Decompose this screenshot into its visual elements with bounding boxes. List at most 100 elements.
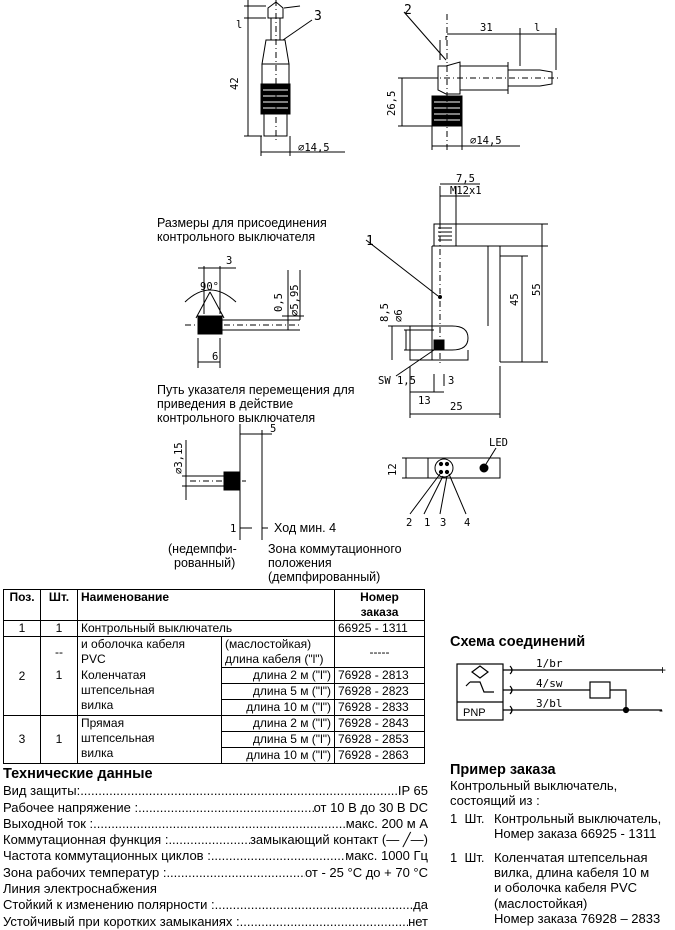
- cell-name-line: штепсельная: [81, 682, 155, 697]
- table-row: 1 Коленчатая штепсельная вилка длина 2 м…: [4, 667, 425, 716]
- dim-8-5: 8,5: [379, 303, 391, 322]
- header-num-line: заказа: [360, 605, 399, 619]
- table-header-row: Поз. Шт. Наименование Номер заказа: [3, 589, 425, 621]
- spec-leader: [211, 848, 345, 864]
- spec-value: макс. 1000 Гц: [345, 848, 428, 864]
- zone-line: (демпфированный): [268, 570, 381, 584]
- dim-12: 12: [387, 463, 399, 476]
- cell-name: Коленчатая штепсельная вилка: [77, 667, 222, 716]
- spec-leader: [80, 783, 398, 799]
- dim-55: 55: [531, 283, 543, 296]
- pin-1: 1: [424, 517, 430, 529]
- order-title: Пример заказа: [450, 762, 556, 778]
- technical-data: Технические данные Вид защиты: IP 65 Раб…: [3, 766, 428, 930]
- pnp-label: PNP: [463, 707, 486, 719]
- spec-value: макс. 200 м А: [345, 815, 428, 831]
- order-line: вилка, длина кабеля 10 м: [494, 865, 650, 881]
- cell-qty: 1: [40, 715, 78, 764]
- order-item: 1 Шт. Контрольный выключатель, Номер зак…: [450, 811, 672, 841]
- order-line: Номер заказа 66925 - 1311: [494, 825, 657, 841]
- cell-num: 76928 - 2823: [334, 683, 425, 700]
- spec-leader: [168, 832, 250, 848]
- technical-title: Технические данные: [3, 766, 153, 782]
- dim-31: 31: [480, 22, 493, 34]
- cell-cable-line: длина кабеля ("l"): [225, 652, 324, 666]
- cell-length: длина 2 м ("l"): [221, 667, 335, 684]
- dim-42: 42: [229, 77, 241, 90]
- undamped-line: рованный): [174, 556, 236, 570]
- table-row: 1 1 Контрольный выключатель 66925 - 1311: [3, 620, 425, 637]
- header-name: Наименование: [77, 589, 335, 621]
- travel-title: Путь указателя перемещения для приведени…: [157, 383, 355, 425]
- spec-value: от 10 В до 30 В DC: [313, 799, 428, 815]
- load-icon: [589, 681, 611, 699]
- cell-num: 76928 - 2813: [334, 667, 425, 684]
- cell-name-line: Прямая: [81, 716, 125, 730]
- callout-3: 3: [314, 9, 322, 24]
- angled-plug-drawing: [398, 11, 560, 150]
- spec-row: Коммутационная функция : замыкающий конт…: [3, 832, 428, 848]
- spec-key: Рабочее напряжение :: [3, 799, 139, 815]
- wiring-diagram: 1/br 4/sw 3/bl + - PNP: [456, 657, 666, 721]
- dim-45: 45: [509, 293, 521, 306]
- cell-num: 76928 - 2853: [334, 731, 425, 748]
- dim-3-15: ⌀3,15: [173, 442, 185, 474]
- cell-cable-line: (маслостойкая): [225, 637, 312, 651]
- cell-name-line: Коленчатая: [81, 667, 146, 682]
- dim-sw: SW 1,5: [378, 375, 416, 387]
- order-line: и оболочка кабеля PVC: [494, 880, 638, 896]
- cell-qty: 1: [40, 667, 78, 716]
- dim-0-5: 0,5: [273, 293, 285, 312]
- undamped-note: (недемпфи- рованный): [168, 542, 237, 570]
- cell-pos: 3: [3, 715, 41, 764]
- minus-label: -: [659, 703, 663, 717]
- spec-key: Частота коммутационных циклов :: [3, 848, 211, 864]
- travel-title-line: контрольного выключателя: [157, 411, 316, 425]
- wiring-title: Схема соединений: [450, 634, 586, 650]
- header-qty: Шт.: [40, 589, 78, 621]
- spec-value: IP 65: [397, 783, 428, 799]
- sensor-box: [456, 663, 504, 721]
- callout-2: 2: [404, 3, 412, 18]
- cell-length: длина 5 м ("l"): [221, 683, 335, 700]
- dim-5-95: ⌀5,95: [289, 284, 301, 316]
- spec-key: Выходной ток :: [3, 815, 94, 831]
- cell-name-line: штепсельная: [81, 731, 155, 745]
- order-intro-line: Контрольный выключатель,: [450, 778, 618, 794]
- mount-title-line: Размеры для присоединения: [157, 216, 327, 230]
- undamped-line: (недемпфи-: [168, 542, 237, 556]
- spec-row: Частота коммутационных циклов : макс. 10…: [3, 848, 428, 864]
- plus-label: +: [659, 663, 666, 677]
- spec-leader: [215, 897, 414, 913]
- wire-4-label: 4/sw: [536, 677, 563, 690]
- wires: [503, 669, 662, 711]
- dim-25: 25: [450, 401, 463, 413]
- zone-line: положения: [268, 556, 332, 570]
- spec-key: Коммутационная функция :: [3, 832, 169, 848]
- pin-3: 3: [440, 517, 446, 529]
- cell-pos: 1: [3, 620, 41, 637]
- callout-1: 1: [366, 234, 374, 249]
- spec-plain-line: Линия электроснабжения: [3, 881, 157, 897]
- table-row: длина 5 м ("l") 76928 - 2853: [4, 731, 425, 748]
- cell-name-line: вилка: [81, 746, 114, 760]
- travel-title-line: приведения в действие: [157, 397, 294, 411]
- spec-row: Зона рабочих температур : от - 25 °С до …: [3, 865, 428, 881]
- dim-13: 13: [418, 395, 431, 407]
- dim-26-5: 26,5: [386, 91, 398, 116]
- order-item: 1 Шт. Коленчатая штепсельная вилка, длин…: [450, 850, 672, 926]
- order-intro-line: состоящий из :: [450, 793, 540, 809]
- cell-qty: 1: [40, 620, 78, 637]
- led-label: LED: [489, 437, 508, 449]
- mounting-detail-drawing: [184, 266, 304, 368]
- cell-qty: --: [40, 636, 78, 668]
- cell-num: 76928 - 2833: [334, 699, 425, 716]
- bottom-view-drawing: [402, 447, 501, 515]
- header-pos: Поз.: [3, 589, 41, 621]
- cell-length: длина 2 м ("l"): [221, 715, 335, 732]
- spec-row: Вид защиты: IP 65: [3, 783, 428, 799]
- cell-pos: 2: [3, 636, 41, 716]
- spec-row: Рабочее напряжение : от 10 В до 30 В DC: [3, 800, 428, 816]
- spec-leader: [138, 800, 313, 816]
- table-row: 3 1 Прямая штепсельная вилка длина 2 м (…: [3, 715, 425, 764]
